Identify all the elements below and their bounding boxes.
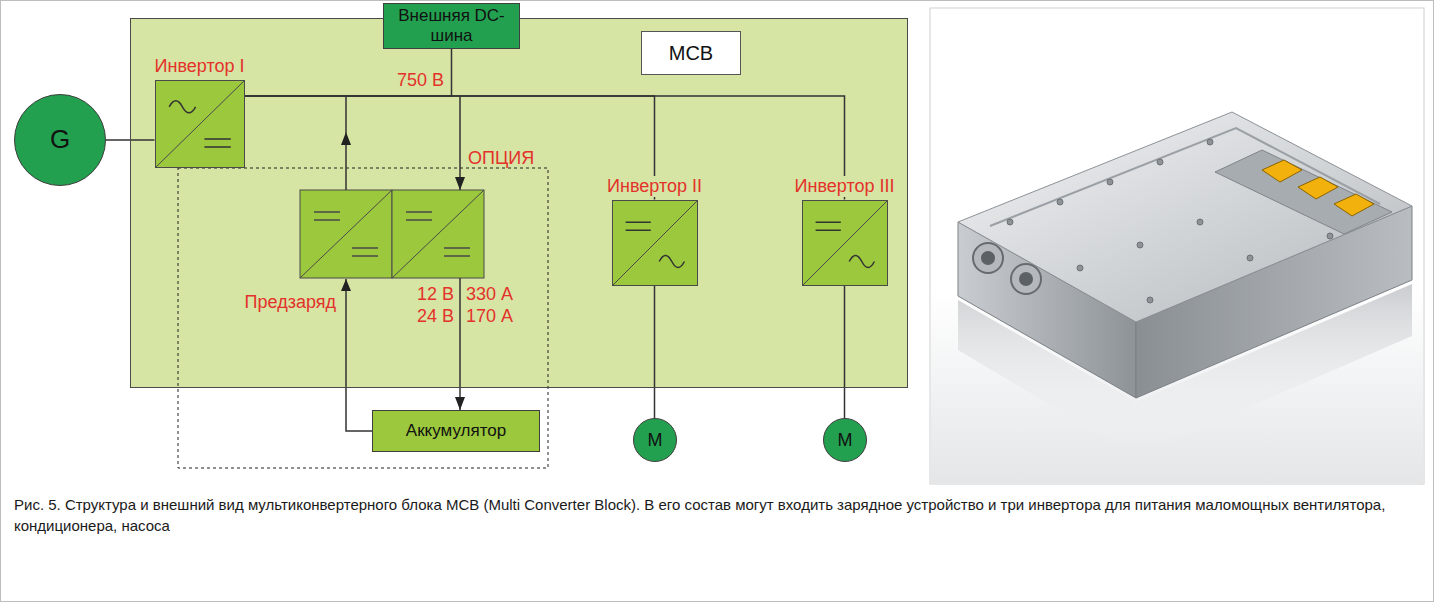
motor-circle: M [823,418,867,462]
option-frame [178,168,548,468]
dcdc-box [300,190,392,278]
converter-diagonal [613,201,697,285]
mcb-fill-layer [130,18,908,388]
inverter-box: Инвертор III [802,200,888,286]
inverter-symbol [803,201,887,285]
screws [1007,139,1333,303]
node-text: M [648,430,663,451]
dc-symbol [204,138,230,146]
photo [930,8,1424,484]
connector-wire [245,49,452,96]
ac-symbol [169,100,195,112]
node-text: M [838,430,853,451]
caption-anchor: Рис. 5. Структура и внешний вид мультико… [14,494,1420,536]
node-text: Аккумулятор [406,421,506,441]
connector-wire [844,286,846,419]
screw [1147,297,1153,303]
dc-symbol [406,212,470,256]
screw [1207,139,1213,145]
inverter-box: Инвертор II [612,200,698,286]
screw [1247,255,1253,261]
arrowhead [455,177,465,190]
voltage-label: 750 В [397,70,444,91]
wire [459,278,461,410]
connector-wire [245,96,655,200]
arrowhead [341,279,351,291]
ac-symbol [849,255,874,267]
plug-core [981,251,995,265]
precharge-label: Предзаряд [245,292,336,313]
label-anchor: 330 А [466,284,513,305]
arrowhead [455,397,465,410]
battery-box: Аккумулятор [372,410,540,452]
label-anchor: ОПЦИЯ [468,148,534,169]
mcb-block: MCB Инвертор I Инвертор II Инвертор III [130,18,908,388]
plug [1011,264,1041,294]
connector-wire [654,286,656,419]
screw [1077,265,1083,271]
housing-recess [1215,150,1392,234]
block-name: MCB [641,31,741,75]
current-label: 170 А [466,306,513,327]
round-connectors [973,243,1041,294]
connector-wire [245,96,845,200]
converter-diagonal [156,81,244,167]
voltage-label: 24 В [417,306,454,327]
wire [459,96,461,190]
label-anchor: 750 В [397,70,444,91]
ac-symbol [659,255,684,267]
dc-symbol [625,222,650,230]
figure-caption: Рис. 5. Структура и внешний вид мультико… [14,494,1420,536]
motor-circle: M [633,418,677,462]
screw [1137,242,1143,248]
label-anchor: 12 В [417,284,454,305]
connector [1334,194,1374,216]
option-label: ОПЦИЯ [468,148,534,169]
dcdc-box [392,190,484,278]
arrowheads [341,132,465,410]
converter-diagonal [392,190,484,278]
dc-symbol [815,222,840,230]
screw [1197,219,1203,225]
inverter-heading: Инвертор I [152,56,248,77]
label-anchor: 24 В [417,306,454,327]
screw [1057,199,1063,205]
node-text: G [50,125,70,155]
label-anchor: Предзаряд [245,292,336,313]
photo-frame [930,8,1424,484]
arrowhead [341,132,351,145]
converter-diagonal [300,190,392,278]
block-fill [130,18,908,388]
generator-circle: G [14,94,106,186]
converter-diagonal [803,201,887,285]
screw [1107,179,1113,185]
plug [973,243,1003,273]
node-text: Внешняя DC-шина [390,6,513,45]
inverter-symbol [156,81,244,167]
inverter-heading: Инвертор III [792,176,898,197]
plug-core [1019,272,1033,286]
screw [1327,233,1333,239]
screw [1007,219,1013,225]
voltage-label: 12 В [417,284,454,305]
dc-bus-box: Внешняя DC-шина [383,3,520,49]
inverter-heading: Инвертор II [604,176,705,197]
label-anchor: 170 А [466,306,513,327]
current-label: 330 А [466,284,513,305]
dcdc-converters [300,190,484,278]
converter-wires [346,96,460,431]
dc-symbol [314,212,378,256]
wire [346,279,372,431]
housing-top [958,112,1412,322]
connector [1298,177,1338,199]
connector [1262,160,1302,182]
screw [1157,159,1163,165]
yellow-connectors [1262,160,1374,216]
inverter-symbol [613,201,697,285]
inverter-box: Инвертор I [155,80,245,168]
